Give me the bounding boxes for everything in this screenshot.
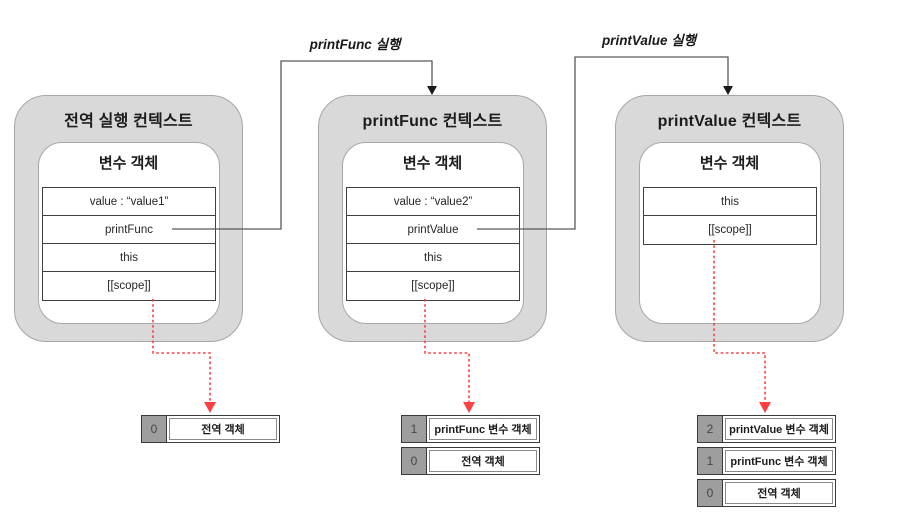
context-title: printValue 컨텍스트	[657, 113, 802, 130]
stack-label: 전역 객체	[429, 450, 537, 472]
context-title: 전역 실행 컨텍스트	[64, 113, 193, 130]
stack-index: 0	[142, 416, 167, 442]
stack-index: 1	[698, 448, 723, 474]
vo-row-scope: [[scope]]	[43, 272, 215, 300]
vo-row-value: value : “value2”	[347, 188, 519, 216]
vo-row-scope: [[scope]]	[644, 216, 816, 244]
call-label-printvalue: printValue 실행	[601, 33, 697, 48]
variable-object-title: 변수 객체	[98, 155, 159, 172]
stack-index: 0	[402, 448, 427, 474]
stack-row: 2 printValue 변수 객체	[697, 415, 836, 443]
stack-label-wrap: 전역 객체	[167, 416, 279, 442]
stack-row: 0 전역 객체	[401, 447, 540, 475]
variable-object-title: 변수 객체	[699, 155, 760, 172]
context-box-printvalue: printValue 컨텍스트 변수 객체 this [[scope]]	[615, 95, 844, 342]
stack-label: printFunc 변수 객체	[725, 450, 833, 472]
context-box-printfunc: printFunc 컨텍스트 변수 객체 value : “value2” pr…	[318, 95, 547, 342]
stack-label: printValue 변수 객체	[725, 418, 833, 440]
scope-stack-printfunc: 1 printFunc 변수 객체 0 전역 객체	[401, 415, 540, 475]
stack-index: 2	[698, 416, 723, 442]
stack-label: 전역 객체	[725, 482, 833, 504]
stack-label-wrap: printValue 변수 객체	[723, 416, 835, 442]
vo-row-printfunc: printFunc	[43, 216, 215, 244]
stack-row: 1 printFunc 변수 객체	[697, 447, 836, 475]
vo-row-value: value : “value1”	[43, 188, 215, 216]
context-box-global: 전역 실행 컨텍스트 변수 객체 value : “value1” printF…	[14, 95, 243, 342]
stack-label-wrap: printFunc 변수 객체	[427, 416, 539, 442]
variable-object-title: 변수 객체	[402, 155, 463, 172]
stack-row: 0 전역 객체	[141, 415, 280, 443]
vo-row-scope: [[scope]]	[347, 272, 519, 300]
scope-stack-printvalue: 2 printValue 변수 객체 1 printFunc 변수 객체 0 전…	[697, 415, 836, 507]
stack-row: 0 전역 객체	[697, 479, 836, 507]
stack-row: 1 printFunc 변수 객체	[401, 415, 540, 443]
variable-object-table: value : “value1” printFunc this [[scope]…	[42, 187, 216, 301]
stack-label-wrap: 전역 객체	[427, 448, 539, 474]
vo-row-this: this	[43, 244, 215, 272]
vo-row-this: this	[644, 188, 816, 216]
variable-object-table: this [[scope]]	[643, 187, 817, 245]
stack-label-wrap: 전역 객체	[723, 480, 835, 506]
call-label-printfunc: printFunc 실행	[309, 37, 401, 52]
stack-label: printFunc 변수 객체	[429, 418, 537, 440]
stack-index: 1	[402, 416, 427, 442]
vo-row-this: this	[347, 244, 519, 272]
stack-index: 0	[698, 480, 723, 506]
context-title: printFunc 컨텍스트	[362, 113, 503, 130]
stack-label-wrap: printFunc 변수 객체	[723, 448, 835, 474]
stack-label: 전역 객체	[169, 418, 277, 440]
scope-stack-global: 0 전역 객체	[141, 415, 280, 443]
vo-row-printvalue: printValue	[347, 216, 519, 244]
variable-object-table: value : “value2” printValue this [[scope…	[346, 187, 520, 301]
